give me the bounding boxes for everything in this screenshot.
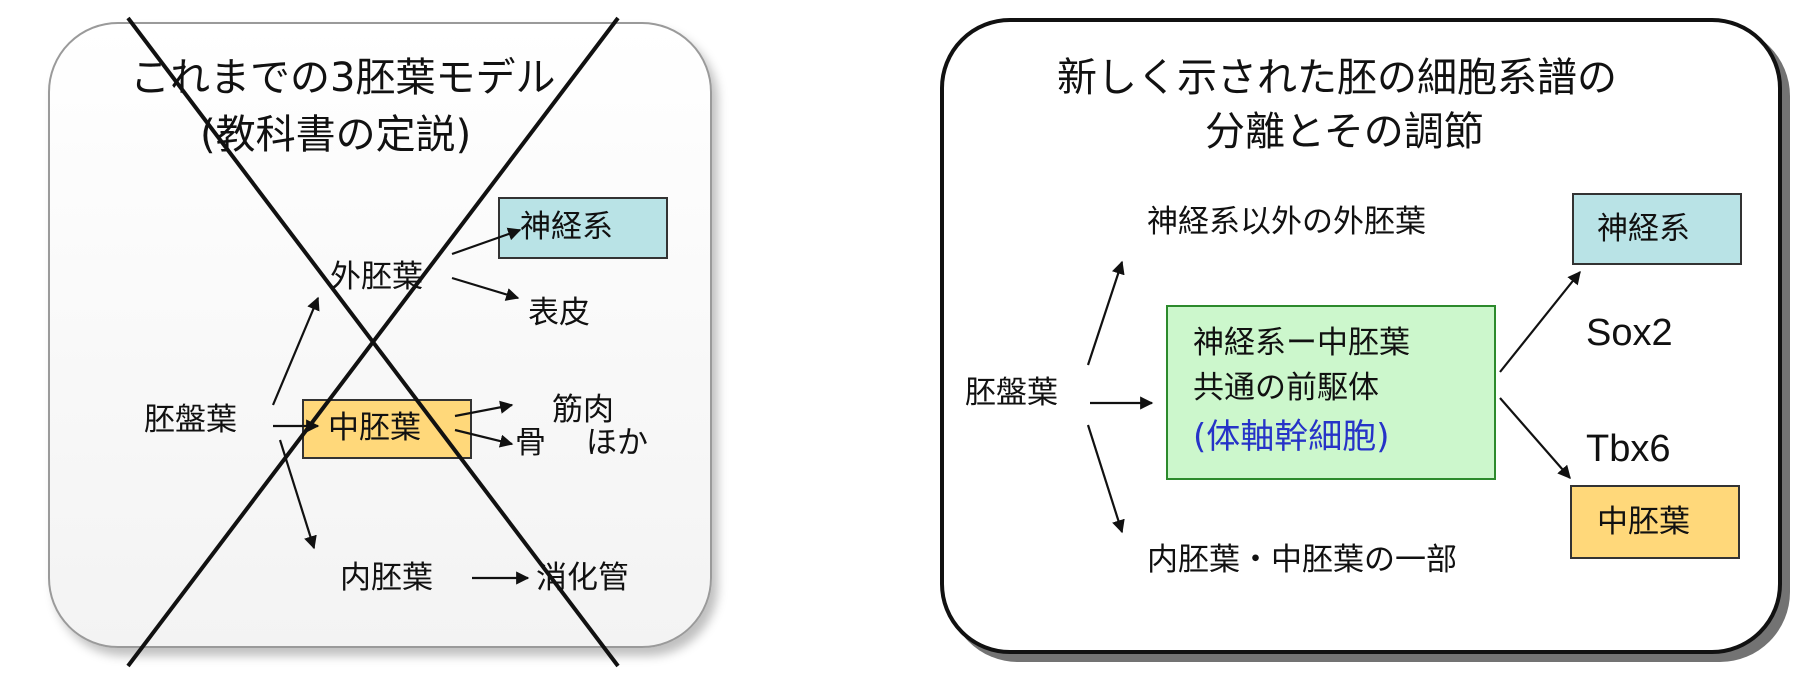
left-title-line1: これまでの3胚葉モデル	[130, 55, 556, 101]
right-nervous-system-label: 神経系	[1597, 211, 1690, 247]
left-etc-label: ほか	[586, 425, 648, 461]
left-epidermis-label: 表皮	[528, 295, 590, 331]
right-progenitor-line1: 神経系ー中胚葉	[1193, 325, 1410, 361]
right-progenitor-box	[1166, 305, 1496, 480]
left-title-line2: (教科書の定説)	[200, 112, 472, 158]
left-muscle-label: 筋肉	[552, 392, 614, 428]
cross-out-line-2	[126, 16, 620, 668]
right-sox2-label: Sox2	[1586, 312, 1673, 354]
left-arrow-mesoderm-bone	[454, 428, 514, 448]
right-progenitor-line2: 共通の前駆体	[1193, 370, 1379, 406]
right-title-line2: 分離とその調節	[1205, 109, 1484, 155]
left-nervous-system-box	[498, 197, 668, 259]
left-arrow-ectoderm-epidermis	[451, 276, 520, 301]
left-arrow-ectoderm-nervous	[451, 227, 522, 256]
right-arrow-epiblast-endo-meso	[1086, 424, 1125, 534]
left-mesoderm-label: 中胚葉	[328, 410, 421, 446]
right-title-line1: 新しく示された胚の細胞系譜の	[1057, 55, 1617, 101]
right-arrow-progenitor-nervous	[1499, 270, 1581, 373]
left-arrow-epiblast-ectoderm	[271, 296, 320, 406]
right-non-neural-ectoderm-label: 神経系以外の外胚葉	[1147, 204, 1426, 240]
right-tbx6-label: Tbx6	[1586, 428, 1671, 470]
right-nervous-system-box	[1572, 193, 1742, 265]
right-progenitor-line3: (体軸幹細胞)	[1193, 417, 1390, 457]
left-endoderm-label: 内胚葉	[340, 560, 433, 596]
right-endo-meso-label: 内胚葉・中胚葉の一部	[1147, 542, 1457, 578]
right-arrow-epiblast-ectoderm	[1086, 260, 1125, 366]
right-epiblast-label: 胚盤葉	[965, 375, 1058, 411]
right-mesoderm-box	[1570, 485, 1740, 559]
left-arrow-mesoderm-muscle	[454, 400, 514, 418]
right-mesoderm-label: 中胚葉	[1597, 504, 1690, 540]
right-arrow-progenitor-mesoderm	[1499, 397, 1571, 479]
left-mesoderm-box	[302, 399, 472, 459]
left-ectoderm-label: 外胚葉	[330, 259, 423, 295]
left-nervous-system-label: 神経系	[520, 209, 613, 245]
left-epiblast-label: 胚盤葉	[144, 402, 237, 438]
left-bone-label: 骨	[515, 425, 546, 461]
